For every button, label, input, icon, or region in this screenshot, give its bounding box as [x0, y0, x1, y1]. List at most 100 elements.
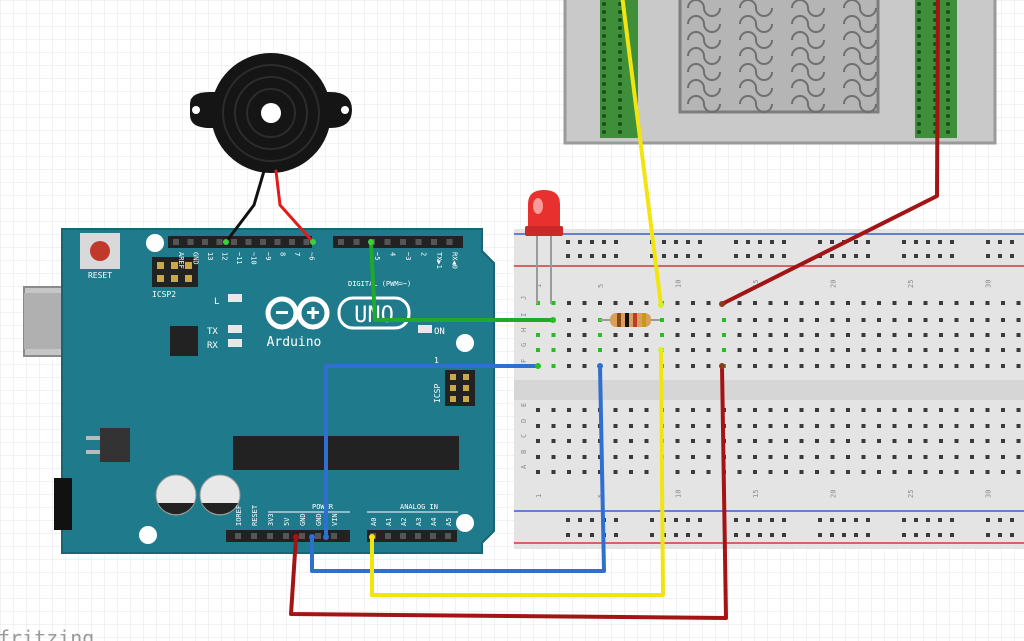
wire-black [224, 169, 266, 244]
pin-label: ~9 [264, 252, 272, 260]
pin-label: 5V [283, 517, 291, 526]
pin-label: A4 [430, 518, 438, 526]
resistor[interactable] [599, 313, 660, 327]
digital-label: DIGITAL (PWM=~) [348, 280, 411, 288]
wire-end[interactable] [369, 534, 375, 540]
row-letter: G [520, 343, 528, 347]
row-letter: D [520, 419, 528, 423]
row-letter: H [520, 328, 528, 332]
pin-label: GND [315, 513, 323, 526]
pin-label: 7 [293, 252, 301, 256]
wire-end[interactable] [368, 239, 374, 245]
icsp-label: ICSP [433, 384, 442, 403]
pin-label: RX◀0 [451, 252, 459, 269]
pin-label: ~11 [235, 252, 243, 265]
mount-hole [146, 234, 164, 252]
column-number: 1 [535, 494, 543, 498]
wire-end[interactable] [719, 301, 725, 307]
row-letter: A [520, 464, 528, 469]
arduino-logo [265, 296, 330, 330]
sensor-module[interactable] [563, 0, 997, 145]
mount-hole [456, 334, 474, 352]
pin-label: 12 [221, 252, 229, 260]
buzzer[interactable] [190, 53, 352, 173]
icsp-header [445, 370, 475, 406]
mount-hole [456, 514, 474, 532]
pin-label: A2 [400, 518, 408, 526]
power-label: POWER [312, 503, 334, 511]
column-number: 25 [907, 280, 915, 288]
pin-label: TX▶1 [435, 252, 443, 269]
led-l [228, 294, 242, 302]
pin-label: A5 [445, 518, 453, 526]
voltage-regulator [100, 428, 130, 462]
pin-label: 4 [389, 252, 397, 256]
row-letter: B [520, 450, 528, 454]
wire-green [369, 240, 555, 322]
led-on [418, 325, 432, 333]
wire-blue-2 [310, 364, 606, 573]
wire-red-2 [289, 364, 728, 620]
pin-label: IOREF [235, 505, 243, 526]
row-letter: E [520, 403, 528, 407]
wire-yellow-2 [370, 348, 665, 597]
digital-header-right [333, 236, 463, 248]
rx-label: RX [207, 341, 218, 351]
tx-label: TX [207, 327, 218, 337]
column-number: 25 [907, 490, 915, 498]
wire-end[interactable] [658, 302, 664, 308]
usb-chip [170, 326, 198, 356]
wire-end[interactable] [597, 363, 603, 369]
wire-end[interactable] [535, 363, 541, 369]
pin1-label: 1 [434, 356, 439, 365]
column-number: 10 [675, 490, 683, 498]
pin-label: A0 [370, 518, 378, 526]
pin-label: ~6 [308, 252, 316, 260]
icsp2-label: ICSP2 [152, 290, 176, 299]
wire-end[interactable] [293, 534, 299, 540]
column-number: 5 [597, 284, 605, 288]
wire-end[interactable] [310, 239, 316, 245]
wire-end[interactable] [658, 347, 664, 353]
wire-blue-1 [324, 364, 540, 537]
pin-label: A3 [415, 518, 423, 526]
l-label: L [214, 297, 219, 307]
reset-button[interactable] [80, 233, 120, 269]
wire-red-1 [720, 0, 940, 306]
red-led[interactable] [525, 190, 563, 304]
wires[interactable] [224, 0, 940, 620]
row-letter: I [520, 313, 528, 317]
icsp2-header [152, 257, 198, 287]
column-number: 15 [752, 490, 760, 498]
row-letter: C [520, 434, 528, 438]
wire-end[interactable] [223, 239, 229, 245]
column-number: 15 [752, 280, 760, 288]
wire-end[interactable] [719, 363, 725, 369]
pin-label: 3V3 [267, 513, 275, 526]
wire-end[interactable] [309, 534, 315, 540]
atmega-chip [233, 436, 459, 470]
pin-label: AREF [177, 252, 185, 269]
fritzing-watermark: fritzing [0, 626, 94, 641]
arduino-board[interactable]: RESET ICSP2 ICSP 1 L TX RX ON [23, 228, 495, 554]
led-tx [228, 325, 242, 333]
column-number: 20 [830, 490, 838, 498]
column-number: 30 [985, 280, 993, 288]
pin-label: GND [192, 252, 200, 265]
wire-end[interactable] [550, 317, 556, 323]
reset-label: RESET [88, 271, 112, 280]
on-label: ON [434, 327, 445, 337]
brand-label: Arduino [267, 335, 322, 350]
analog-header [367, 530, 457, 542]
pin-label: ~3 [404, 252, 412, 260]
column-number: 20 [830, 280, 838, 288]
column-number: 30 [985, 490, 993, 498]
wire-end[interactable] [323, 534, 329, 540]
pin-label: ~10 [250, 252, 258, 265]
column-number: 10 [675, 280, 683, 288]
column-number: 1 [535, 284, 543, 288]
row-letter: J [520, 296, 528, 300]
pin-label: 8 [279, 252, 287, 256]
wire-yellow-1 [620, 0, 663, 307]
